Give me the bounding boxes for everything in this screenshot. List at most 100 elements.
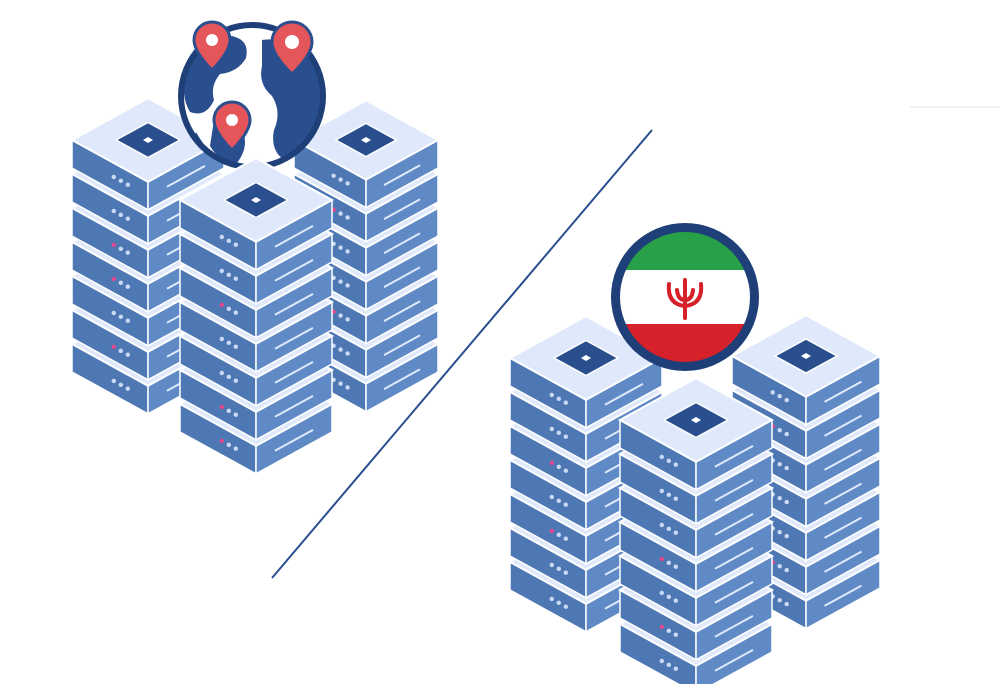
server-led: [777, 394, 782, 399]
server-unit: [291, 99, 441, 209]
server-vent: [274, 224, 314, 248]
server-led: [556, 600, 561, 606]
server-led: [556, 430, 561, 436]
server-led: [345, 317, 350, 322]
server-led: [111, 174, 117, 180]
server-led: [125, 216, 130, 221]
server-led: [233, 378, 238, 383]
server-led: [673, 666, 678, 671]
server-led: [666, 458, 671, 464]
server-led: [338, 211, 343, 216]
server-led: [118, 212, 124, 218]
server-vent: [824, 448, 862, 471]
server-led: [563, 604, 568, 609]
server-led: [219, 438, 224, 444]
server-led: [226, 272, 231, 278]
server-led: [118, 382, 124, 388]
server-led: [219, 404, 224, 410]
server-led: [563, 536, 568, 541]
server-led: [226, 408, 231, 414]
server-led: [563, 502, 568, 507]
server-led: [777, 496, 782, 501]
server-led: [233, 276, 238, 281]
server-led: [777, 428, 782, 433]
server-led: [556, 464, 561, 470]
server-vent: [824, 550, 862, 573]
server-vent: [166, 164, 206, 188]
server-led: [219, 302, 224, 308]
location-pin-icon: [270, 20, 314, 77]
server-led: [233, 242, 238, 247]
server-vent: [383, 232, 421, 254]
server-stack-left-front: [177, 157, 335, 476]
server-led: [673, 496, 678, 501]
server-led: [226, 306, 231, 312]
server-vent: [824, 516, 862, 539]
server-led: [777, 598, 782, 603]
server-vent: [274, 394, 314, 418]
server-vent: [714, 444, 754, 468]
server-led: [666, 492, 671, 498]
server-vent: [383, 334, 421, 356]
divider-line: [271, 129, 653, 579]
server-led: [111, 242, 117, 248]
server-vent: [714, 580, 754, 604]
server-led: [118, 246, 124, 252]
server-unit: [617, 377, 775, 492]
server-led: [777, 530, 782, 535]
server-led: [125, 182, 130, 187]
server-led: [226, 374, 231, 380]
server-led: [345, 215, 350, 220]
server-vent: [714, 512, 754, 536]
server-vent: [274, 292, 314, 316]
server-led: [549, 528, 554, 534]
server-led: [118, 348, 124, 354]
server-led: [338, 347, 343, 352]
server-led: [673, 598, 678, 603]
server-led: [549, 562, 554, 568]
server-unit: [177, 157, 335, 272]
server-led: [673, 632, 678, 637]
server-led: [338, 313, 343, 318]
server-vent: [274, 360, 314, 384]
server-led: [784, 499, 789, 505]
server-led: [226, 442, 231, 448]
server-led: [338, 245, 343, 250]
server-vent: [383, 300, 421, 322]
server-led: [659, 590, 664, 596]
server-led: [549, 426, 554, 432]
server-led: [219, 234, 224, 240]
server-led: [111, 208, 117, 214]
server-led: [338, 279, 343, 284]
server-vent: [714, 478, 754, 502]
server-vent: [824, 482, 862, 505]
server-led: [666, 662, 671, 668]
location-pin-icon: [192, 20, 232, 73]
server-led: [226, 340, 231, 346]
server-led: [345, 351, 350, 356]
server-led: [219, 268, 224, 274]
server-vent: [824, 584, 862, 607]
server-stack-right-front: [617, 377, 775, 684]
server-led: [233, 412, 238, 417]
server-led: [111, 378, 117, 384]
server-vent: [604, 382, 644, 406]
server-led: [226, 238, 231, 244]
server-led: [784, 533, 789, 539]
server-led: [125, 250, 130, 255]
server-led: [673, 462, 678, 467]
server-led: [673, 530, 678, 535]
server-led: [118, 178, 124, 184]
server-led: [111, 310, 117, 316]
server-led: [345, 385, 350, 390]
server-led: [563, 434, 568, 439]
server-vent: [383, 164, 421, 186]
server-led: [118, 280, 124, 286]
server-led: [111, 276, 117, 282]
server-led: [345, 249, 350, 254]
server-led: [125, 284, 130, 289]
server-vent: [824, 414, 862, 437]
server-led: [659, 522, 664, 528]
server-led: [563, 400, 568, 405]
server-led: [673, 564, 678, 569]
